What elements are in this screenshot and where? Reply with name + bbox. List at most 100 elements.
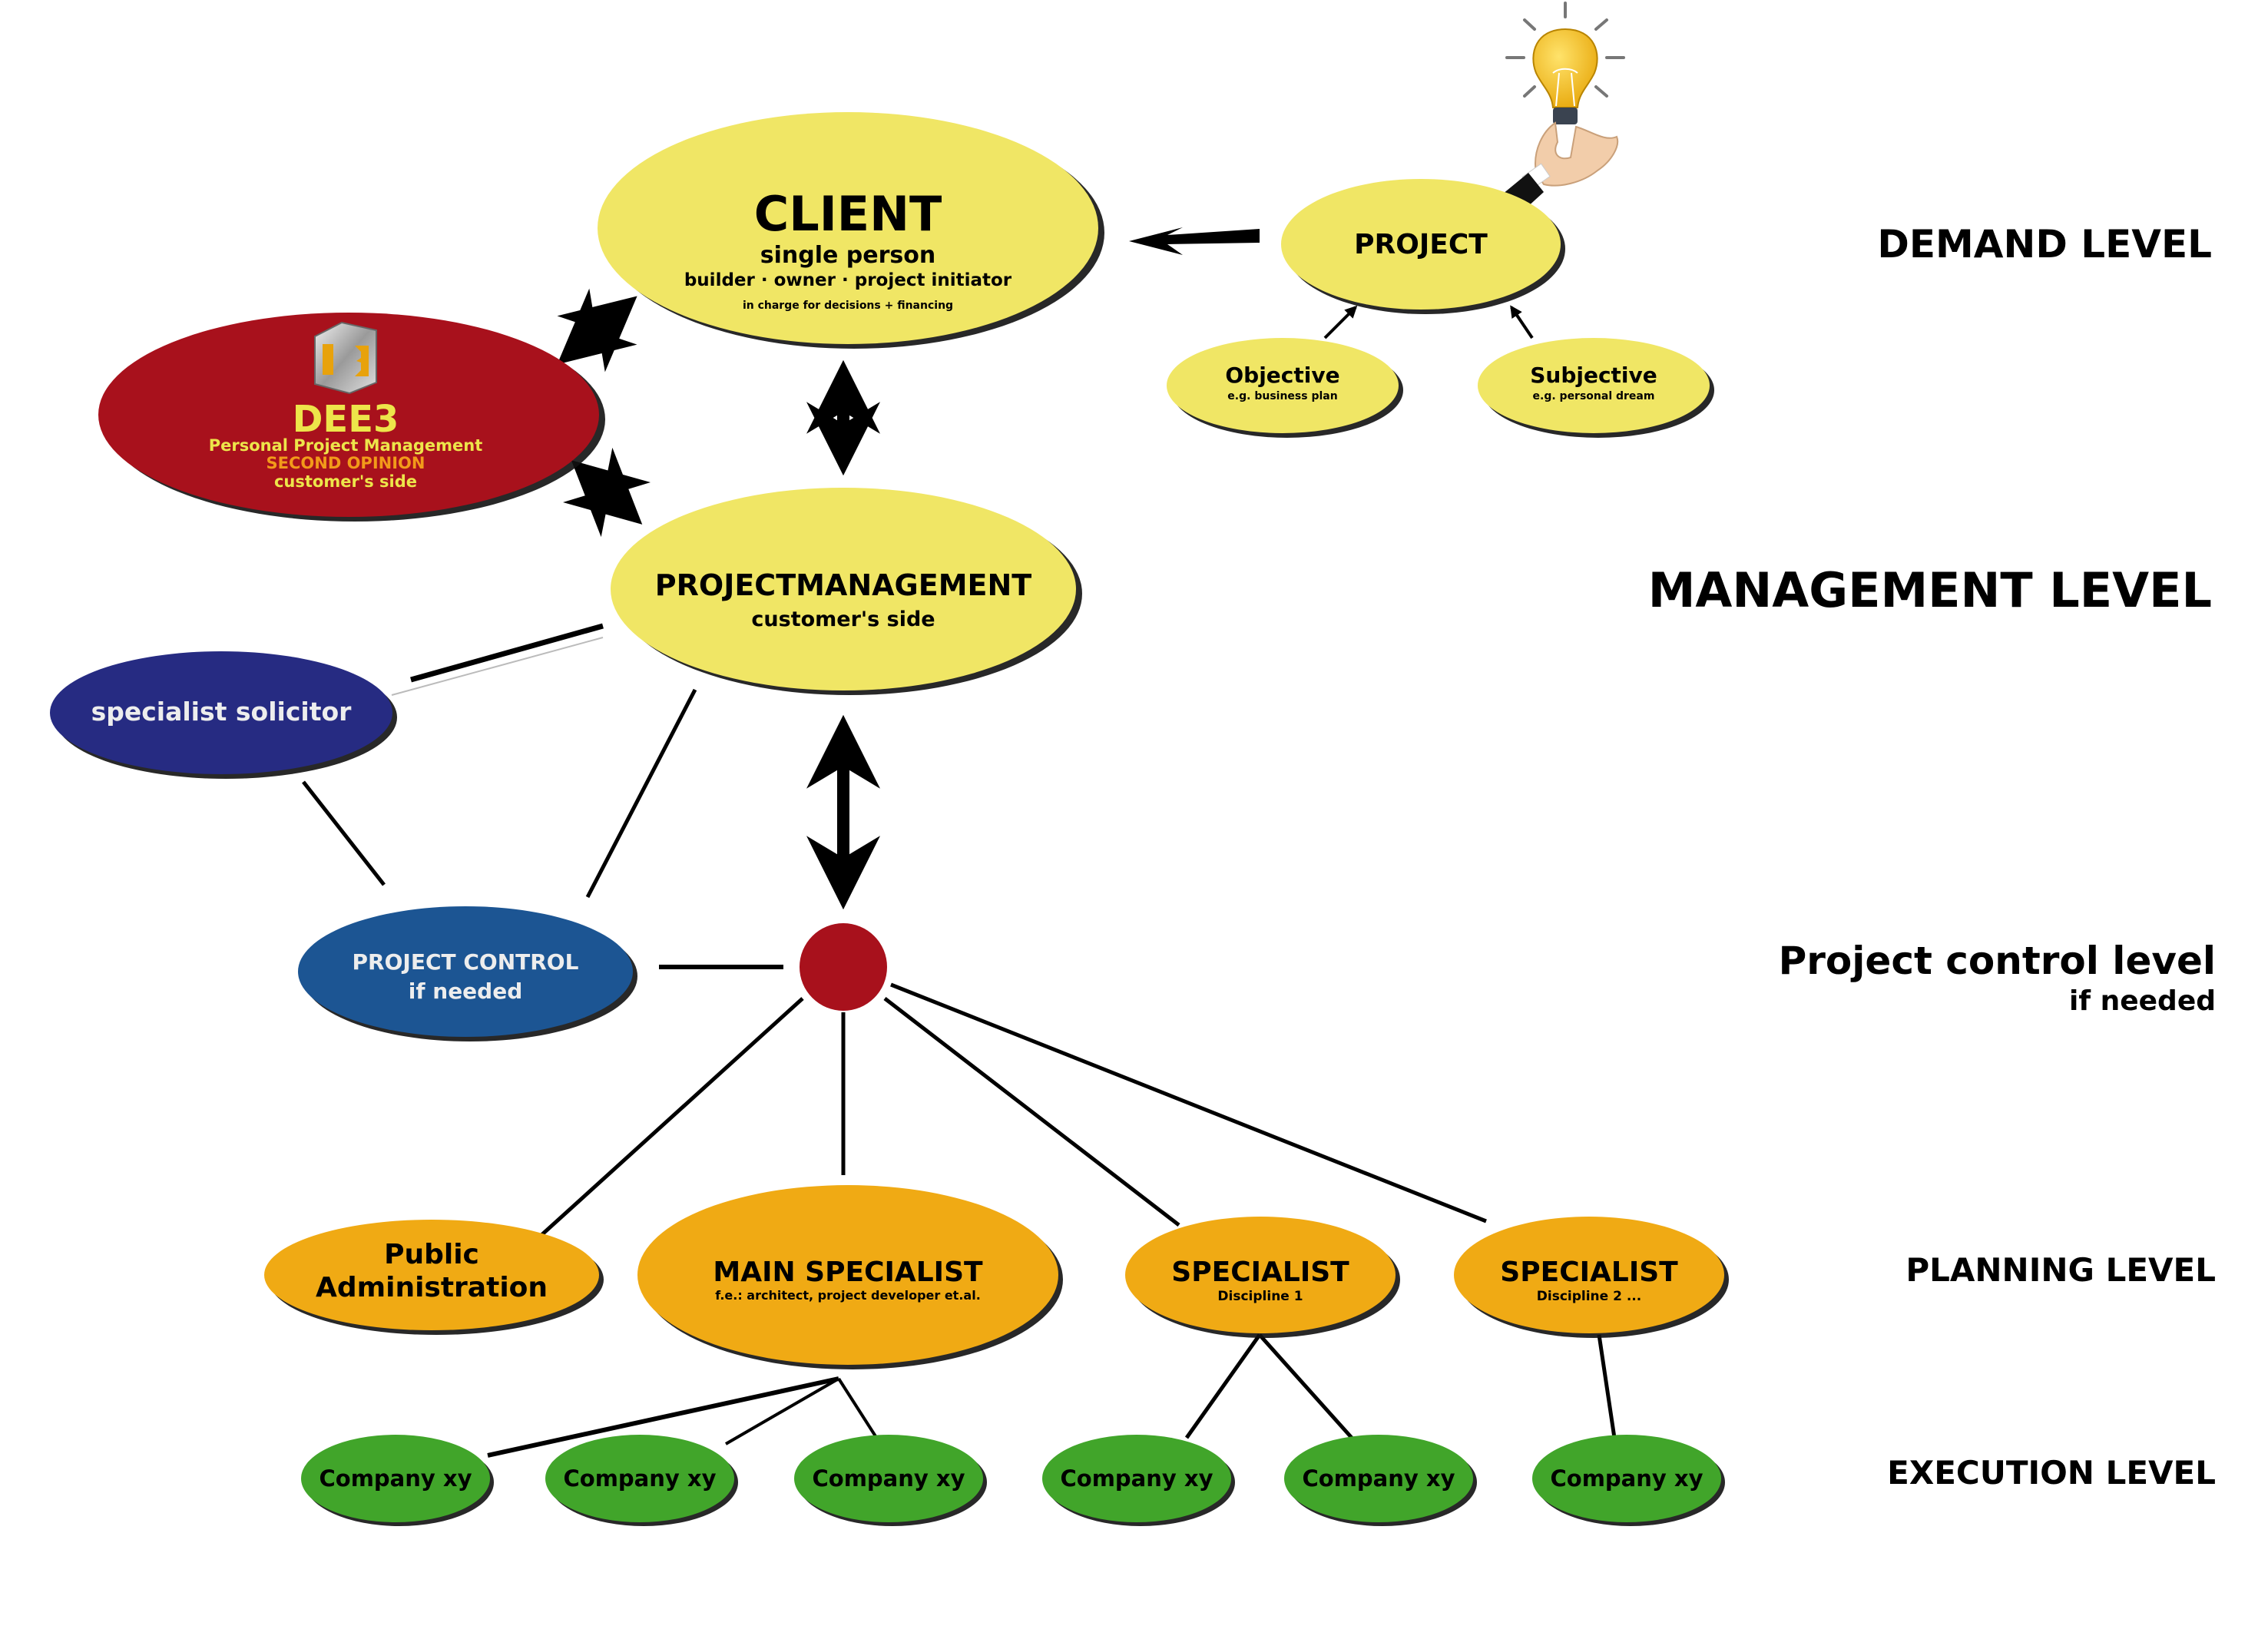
subjective-sub: e.g. personal dream (1533, 390, 1655, 402)
objective-sub: e.g. business plan (1227, 390, 1337, 402)
company-node[interactable]: Company xy (794, 1435, 987, 1526)
client-title: CLIENT (754, 186, 942, 242)
company-ellipse (794, 1435, 983, 1522)
project-control-node[interactable]: PROJECT CONTROL if needed (298, 906, 637, 1041)
line-solicitor-control (302, 780, 386, 886)
public-administration-line1: Public (384, 1239, 479, 1270)
client-line1: single person (760, 242, 936, 269)
company-node[interactable]: Company xy (1532, 1435, 1725, 1526)
dee3-title: DEE3 (293, 398, 399, 441)
public-administration-line2: Administration (316, 1272, 548, 1303)
light-rays (1505, 2, 1625, 98)
dee3-node[interactable]: DEE3 Personal Project Management SECOND … (98, 313, 605, 522)
level-project-control: Project control level (1779, 939, 2216, 983)
company-ellipse (545, 1435, 734, 1522)
company-label: Company xy (319, 1465, 472, 1492)
line-spec1-company4 (1184, 1333, 1262, 1439)
projectmanagement-sub: customer's side (751, 608, 935, 631)
subjective-ellipse (1478, 338, 1710, 433)
specialist-1-sub: Discipline 1 (1217, 1289, 1303, 1304)
dee3-ellipse (98, 313, 599, 517)
client-ellipse (598, 112, 1098, 344)
public-administration-node[interactable]: Public Administration (264, 1220, 604, 1335)
line-spec1-company5 (1258, 1333, 1353, 1439)
company-ellipse (1042, 1435, 1231, 1522)
dee3-line2: SECOND OPINION (267, 454, 425, 472)
projectmanagement-title: PROJECTMANAGEMENT (655, 568, 1031, 602)
dee3-line3: customer's side (274, 472, 417, 491)
company-label: Company xy (1302, 1465, 1455, 1492)
project-control-ellipse (298, 906, 633, 1037)
specialist-1-ellipse (1125, 1217, 1396, 1333)
company-label: Company xy (1550, 1465, 1703, 1492)
company-node[interactable]: Company xy (1042, 1435, 1235, 1526)
company-ellipse (301, 1435, 490, 1522)
level-planning: PLANNING LEVEL (1905, 1251, 2216, 1289)
main-specialist-sub: f.e.: architect, project developer et.al… (715, 1288, 981, 1303)
line-hub-specialist2 (890, 982, 1487, 1224)
line-main-company1 (487, 1376, 839, 1458)
main-specialist-ellipse (637, 1185, 1058, 1365)
connector-lines (302, 623, 1617, 1458)
company-label: Company xy (563, 1465, 716, 1492)
company-nodes: Company xy Company xy Company xy Company xy… (301, 1435, 1725, 1526)
specialist-2-ellipse (1454, 1217, 1724, 1333)
level-labels: DEMAND LEVEL MANAGEMENT LEVEL Project co… (1648, 222, 2216, 1492)
line-main-company3 (837, 1377, 877, 1438)
arrow-dee3-pm (562, 447, 651, 538)
company-label: Company xy (1060, 1465, 1213, 1492)
line-pm-solicitor-highlight (391, 637, 604, 696)
specialist-2-node[interactable]: SPECIALIST Discipline 2 ... (1454, 1217, 1729, 1338)
arrow-project-to-client (1129, 227, 1260, 255)
project-control-title: PROJECT CONTROL (353, 949, 579, 975)
specialist-1-node[interactable]: SPECIALIST Discipline 1 (1125, 1217, 1400, 1338)
arrow-client-dee3 (557, 288, 637, 373)
objective-title: Objective (1225, 363, 1339, 388)
specialist-2-title: SPECIALIST (1500, 1257, 1678, 1288)
level-management: MANAGEMENT LEVEL (1648, 562, 2212, 618)
public-administration-ellipse (264, 1220, 599, 1330)
line-spec2-company6 (1597, 1334, 1617, 1439)
client-line3: in charge for decisions + financing (743, 300, 953, 312)
line-hub-public-admin (540, 997, 804, 1237)
company-node[interactable]: Company xy (545, 1435, 738, 1526)
level-project-control-sub: if needed (2069, 985, 2216, 1017)
specialist-solicitor-ellipse (50, 651, 392, 774)
project-node[interactable]: PROJECT (1281, 179, 1565, 314)
project-control-sub: if needed (409, 978, 523, 1004)
arrow-objective-to-project (1323, 305, 1358, 339)
company-node[interactable]: Company xy (1284, 1435, 1477, 1526)
specialist-solicitor-node[interactable]: specialist solicitor (50, 651, 397, 779)
lightbulb-in-hand-icon (1494, 2, 1625, 217)
subjective-title: Subjective (1530, 363, 1657, 388)
line-pm-control (585, 688, 697, 899)
level-demand: DEMAND LEVEL (1877, 222, 2212, 267)
objective-ellipse (1167, 338, 1399, 433)
arrows (557, 227, 1534, 910)
projectmanagement-ellipse (611, 488, 1076, 690)
specialist-2-sub: Discipline 2 ... (1537, 1289, 1641, 1304)
company-node[interactable]: Company xy (301, 1435, 494, 1526)
line-hub-specialist1 (883, 997, 1180, 1227)
company-label: Company xy (812, 1465, 965, 1492)
line-pm-solicitor (410, 623, 604, 683)
dee3-cube-logo-icon (314, 321, 377, 395)
company-ellipse (1284, 1435, 1473, 1522)
specialist-solicitor-title: specialist solicitor (91, 697, 353, 727)
client-node[interactable]: CLIENT single person builder · owner · p… (598, 112, 1104, 349)
main-specialist-title: MAIN SPECIALIST (713, 1257, 983, 1288)
projectmanagement-node[interactable]: PROJECTMANAGEMENT customer's side (611, 488, 1082, 695)
line-main-company2 (724, 1377, 840, 1445)
level-execution: EXECUTION LEVEL (1887, 1454, 2216, 1492)
project-ellipse (1281, 179, 1561, 310)
main-specialist-node[interactable]: MAIN SPECIALIST f.e.: architect, project… (637, 1185, 1063, 1369)
objective-node[interactable]: Objective e.g. business plan (1167, 338, 1403, 438)
subjective-node[interactable]: Subjective e.g. personal dream (1478, 338, 1714, 438)
specialist-1-title: SPECIALIST (1171, 1257, 1349, 1288)
project-title: PROJECT (1354, 229, 1488, 260)
client-line2: builder · owner · project initiator (684, 270, 1012, 290)
hub-node[interactable] (800, 923, 887, 1011)
arrow-subjective-to-project (1510, 305, 1534, 339)
company-ellipse (1532, 1435, 1721, 1522)
